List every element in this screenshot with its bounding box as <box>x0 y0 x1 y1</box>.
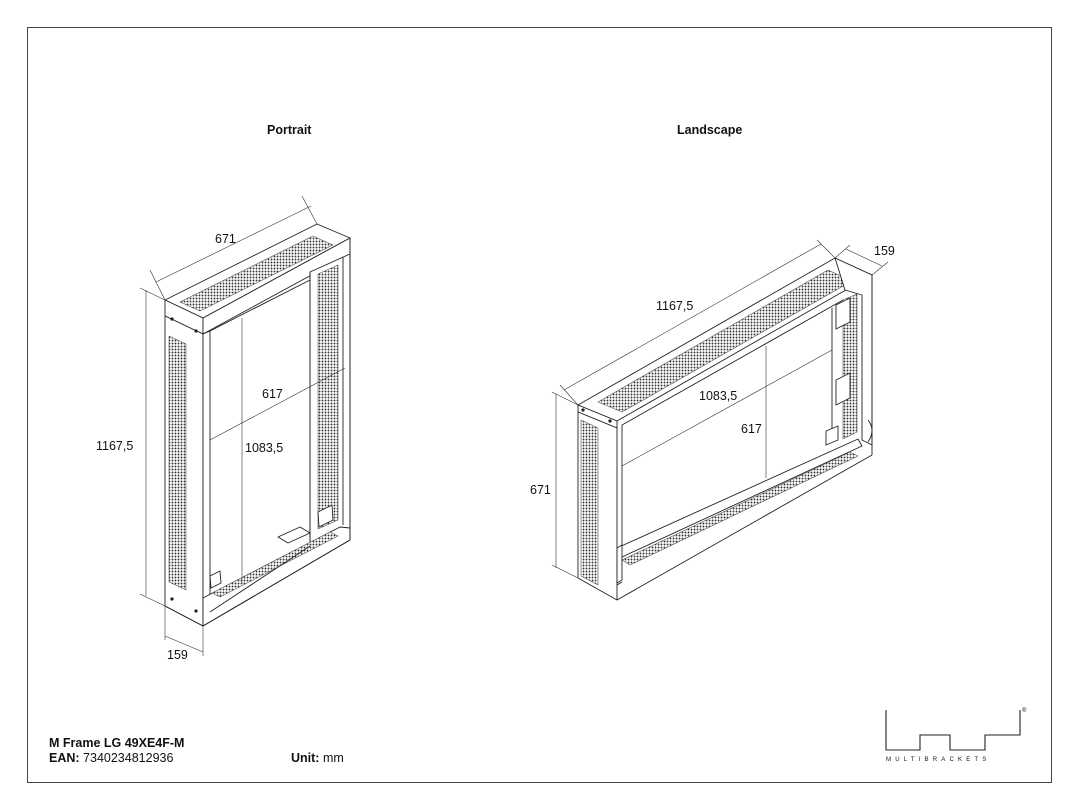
unit-value: mm <box>322 751 344 765</box>
landscape-view-title: Landscape <box>677 123 743 137</box>
landscape-dimension-lines <box>551 239 889 579</box>
landscape-depth-label: 159 <box>874 244 895 258</box>
unit-row: Unit: mm <box>291 751 344 766</box>
ean-row: EAN: 7340234812936 <box>49 751 184 766</box>
portrait-dimension-lines <box>139 195 346 656</box>
landscape-left-vent <box>580 419 599 586</box>
product-name: M Frame LG 49XE4F-M <box>49 736 185 750</box>
multibrackets-logo-mark <box>885 710 1021 751</box>
portrait-depth-label: 159 <box>167 648 188 662</box>
portrait-inner-height-label: 1083,5 <box>245 441 284 455</box>
portrait-right-vent <box>317 264 339 530</box>
landscape-frame <box>577 257 873 601</box>
portrait-width-label: 671 <box>215 232 236 246</box>
portrait-height-label: 1167,5 <box>96 439 134 453</box>
title-block: M Frame LG 49XE4F-M EAN: 7340234812936 <box>49 736 184 766</box>
portrait-top-vent <box>179 235 334 312</box>
landscape-bottom-vent <box>621 451 859 566</box>
unit-label: Unit: <box>291 751 320 765</box>
portrait-view-title: Portrait <box>267 123 312 137</box>
landscape-height-label: 671 <box>530 483 551 497</box>
portrait-bottom-vent <box>211 531 339 598</box>
landscape-inner-width-label: 1083,5 <box>699 389 738 403</box>
ean-label: EAN: <box>49 751 80 765</box>
landscape-width-label: 1167,5 <box>656 299 694 313</box>
logo-wordmark: MULTIBRACKETS <box>886 757 991 763</box>
portrait-left-vent <box>168 335 187 591</box>
landscape-inner-height-label: 617 <box>741 422 762 436</box>
registered-mark: ® <box>1022 708 1027 714</box>
portrait-inner-width-label: 617 <box>262 387 283 401</box>
ean-value: 7340234812936 <box>83 751 174 765</box>
portrait-frame <box>164 223 351 627</box>
drawing-sheet-border <box>27 27 1052 783</box>
